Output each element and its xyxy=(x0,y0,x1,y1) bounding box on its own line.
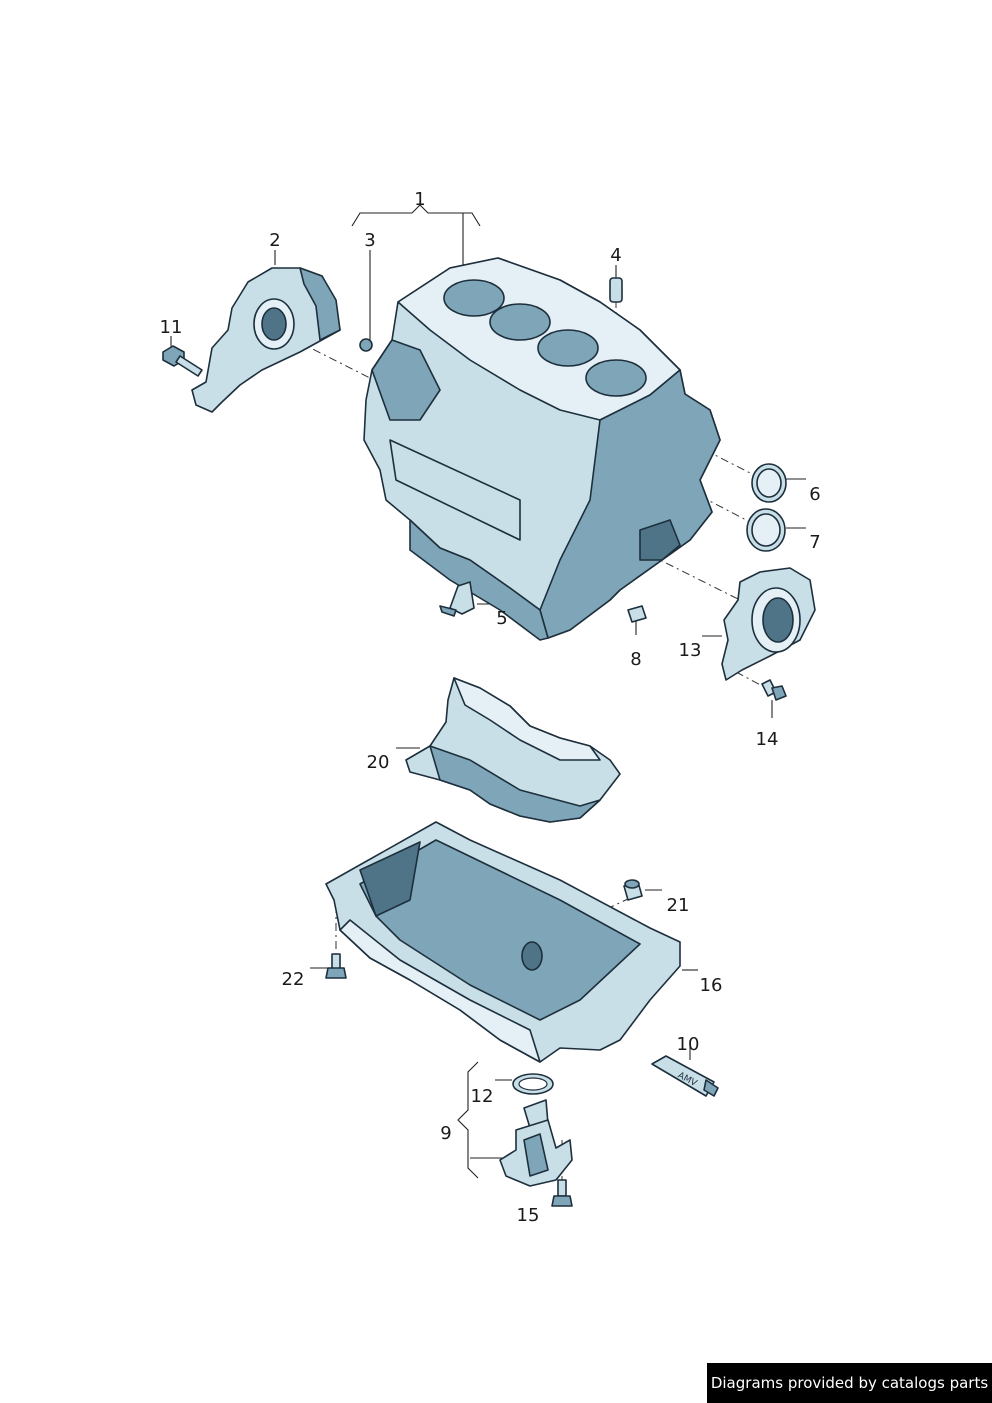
callout-20[interactable]: 20 xyxy=(366,752,390,773)
callout-15[interactable]: 15 xyxy=(516,1205,540,1226)
o-ring-12[interactable] xyxy=(512,1073,554,1095)
bolt-22[interactable] xyxy=(325,953,347,979)
callout-5[interactable]: 5 xyxy=(496,608,508,629)
drain-plug-21[interactable] xyxy=(623,879,643,901)
callout-8[interactable]: 8 xyxy=(630,649,642,670)
callout-2[interactable]: 2 xyxy=(269,230,281,251)
bolt-14[interactable] xyxy=(761,679,787,701)
oil-level-sensor-9[interactable] xyxy=(499,1099,573,1187)
sealant-tube-10[interactable]: AMV xyxy=(651,1055,719,1097)
cylinder-block[interactable] xyxy=(363,257,721,641)
callout-13[interactable]: 13 xyxy=(678,640,702,661)
callout-1[interactable]: 1 xyxy=(414,189,426,210)
callout-22[interactable]: 22 xyxy=(281,969,305,990)
front-seal-flange[interactable] xyxy=(721,567,816,681)
bolt-11[interactable] xyxy=(162,345,203,377)
callout-12[interactable]: 12 xyxy=(470,1086,494,1107)
seal-cap-7[interactable] xyxy=(746,508,786,552)
credit-banner: Diagrams provided by catalogs parts xyxy=(707,1363,992,1403)
callout-3[interactable]: 3 xyxy=(364,230,376,251)
dowel-pin-4[interactable] xyxy=(609,277,623,303)
oil-pressure-switch-5[interactable] xyxy=(439,581,475,617)
callout-21[interactable]: 21 xyxy=(666,895,690,916)
callout-10[interactable]: 10 xyxy=(676,1034,700,1055)
callout-6[interactable]: 6 xyxy=(809,484,821,505)
callout-7[interactable]: 7 xyxy=(809,532,821,553)
leader-lines xyxy=(170,204,806,1198)
dowel-sleeve-8[interactable] xyxy=(627,605,647,623)
callout-4[interactable]: 4 xyxy=(610,245,622,266)
seal-cap-6[interactable] xyxy=(751,463,787,503)
callout-11[interactable]: 11 xyxy=(159,317,183,338)
callout-16[interactable]: 16 xyxy=(699,975,723,996)
bolt-15[interactable] xyxy=(551,1179,573,1207)
baffle-plate[interactable] xyxy=(405,677,621,823)
callout-9[interactable]: 9 xyxy=(440,1123,452,1144)
plug-3[interactable] xyxy=(359,338,373,352)
callout-14[interactable]: 14 xyxy=(755,729,779,750)
oil-pan[interactable] xyxy=(325,821,681,1063)
rear-seal-flange[interactable] xyxy=(191,267,341,413)
